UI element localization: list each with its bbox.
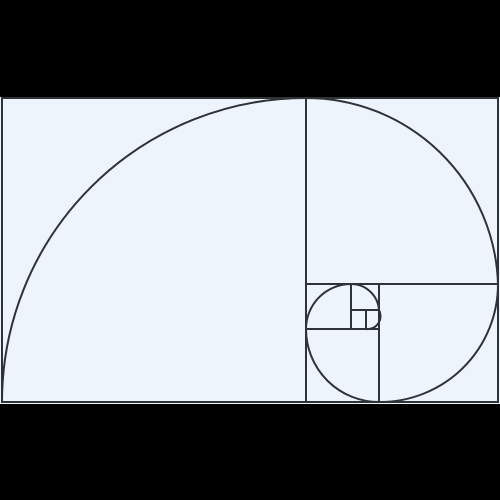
diagram-background — [0, 97, 500, 404]
division-lines — [1, 97, 499, 403]
golden-spiral-curve — [1, 97, 499, 404]
